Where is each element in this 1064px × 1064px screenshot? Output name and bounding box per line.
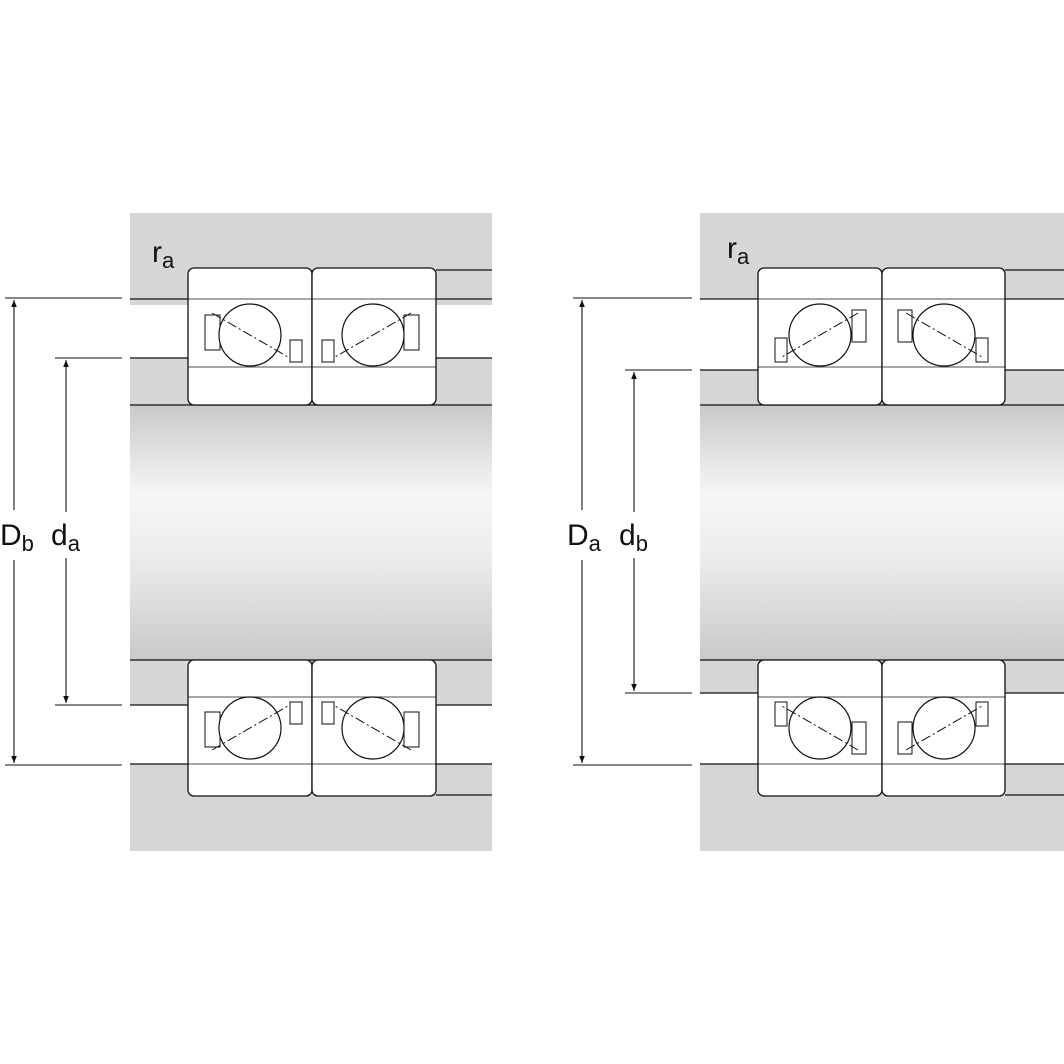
left-fillet-label: ra bbox=[152, 236, 175, 273]
left-outer-dim-label: Db bbox=[0, 519, 34, 556]
right-arrangement: ra Da db bbox=[567, 213, 1064, 851]
left-top-bearing-pair bbox=[130, 267, 492, 406]
right-top-bearing-pair bbox=[700, 267, 1064, 406]
left-bottom-bearing-pair bbox=[130, 659, 492, 797]
left-inner-dim-label: da bbox=[51, 519, 81, 556]
right-bottom-bearing-pair bbox=[700, 659, 1064, 797]
left-shaft bbox=[130, 405, 492, 660]
left-arrangement: ra Db da bbox=[0, 213, 492, 851]
right-outer-dim-label: Da bbox=[567, 519, 602, 556]
right-shaft bbox=[700, 405, 1064, 660]
right-inner-dim-label: db bbox=[619, 519, 648, 556]
right-fillet-label: ra bbox=[727, 232, 750, 269]
